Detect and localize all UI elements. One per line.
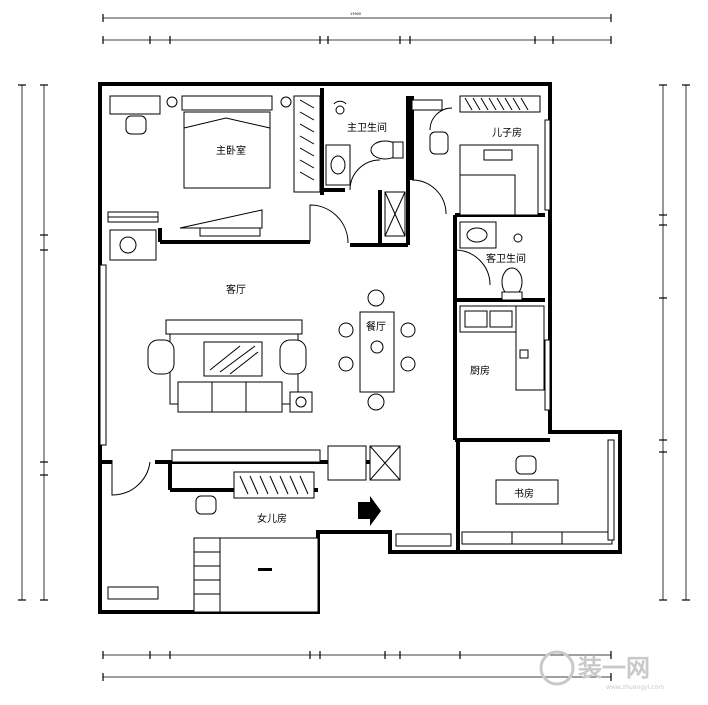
label-study: 书房	[514, 487, 534, 500]
label-living-room: 客厅	[226, 283, 246, 296]
label-kitchen: 厨房	[470, 364, 490, 377]
doors	[111, 107, 491, 496]
watermark: 装一网 www.zhuangyi.com	[539, 650, 664, 691]
label-master-bathroom: 主卫生间	[347, 121, 387, 134]
label-dining-room: 餐厅	[366, 320, 386, 333]
furniture	[109, 95, 559, 613]
label-master-bedroom: 主卧室	[216, 144, 246, 157]
windows	[99, 119, 615, 600]
label-son-room: 儿子房	[492, 126, 522, 139]
svg-text:13900: 13900	[350, 12, 361, 16]
entry-arrow-icon	[358, 496, 381, 526]
watermark-url: www.zhuangyi.com	[606, 684, 664, 691]
room-labels: 主卧室 主卫生间 儿子房 客厅 餐厅 客卫生间 厨房 书房 女儿房	[216, 121, 534, 525]
watermark-text: 装一网	[578, 654, 650, 682]
label-daughter-room: 女儿房	[257, 512, 287, 525]
label-guest-bathroom: 客卫生间	[486, 252, 526, 265]
dimension-lines: 13900	[18, 12, 690, 681]
